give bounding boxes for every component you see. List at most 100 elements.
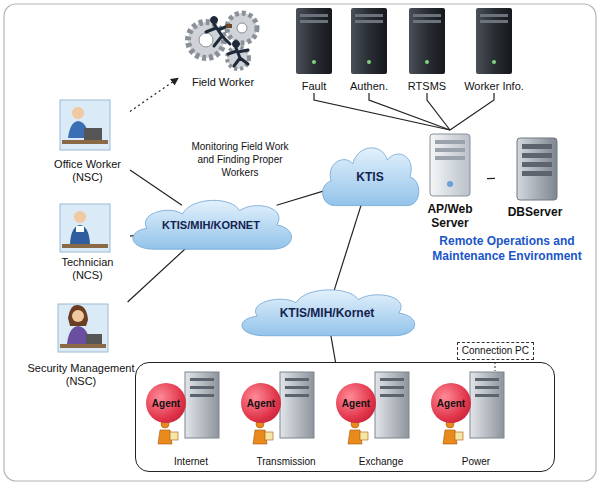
- security-manager-figure: [60, 344, 106, 348]
- connector: [314, 93, 450, 130]
- connector: [330, 332, 335, 362]
- equipment-racks: [380, 378, 404, 381]
- security-manager-figure: [58, 304, 108, 352]
- server-icon: DBServer: [495, 135, 575, 219]
- server-towers: [300, 20, 328, 23]
- equipment-racks: [475, 394, 499, 397]
- equipment-racks: [185, 372, 219, 438]
- server-towers: [296, 8, 332, 74]
- server-icon: Worker Info.: [458, 5, 530, 93]
- ap-server-icon: [435, 148, 465, 152]
- agent-label: Agent: [152, 398, 180, 409]
- db-server-icon: [522, 162, 552, 167]
- node-label: AP/Web Server: [413, 202, 487, 230]
- network-cloud: KTIS/MIH/Kornet: [230, 282, 424, 344]
- equipment-racks: [475, 378, 499, 381]
- agent-worker-figures: [158, 420, 178, 444]
- server-towers: [476, 8, 512, 74]
- agent-badge: Agent: [241, 383, 281, 423]
- site-group: Connection PCAgentInternetAgentTransmiss…: [135, 362, 555, 472]
- gears-illustration: [228, 48, 248, 66]
- agent-worker-figures: [455, 432, 463, 440]
- connector: [427, 93, 450, 130]
- agent-site-label: Internet: [146, 456, 236, 468]
- server-towers: [492, 60, 496, 64]
- server-towers: [409, 8, 445, 74]
- equipment-racks: [280, 372, 314, 438]
- agent-node: AgentTransmission: [241, 375, 331, 470]
- person-icon: Security Management (NSC): [22, 302, 140, 388]
- agent-site-label: Power: [431, 456, 521, 468]
- network-cloud: KTIS/MIH/KORNET: [122, 192, 300, 258]
- db-server-icon: [517, 138, 557, 200]
- cloud-label: KTIS: [356, 170, 383, 184]
- agent-badge: Agent: [431, 383, 471, 423]
- technician-figure: [74, 211, 86, 223]
- db-server-icon: [517, 138, 557, 200]
- connector: [130, 78, 178, 111]
- office-worker-figure: [84, 128, 102, 140]
- person-icon: Office Worker (NSC): [45, 98, 130, 184]
- node-label: Worker Info.: [464, 80, 524, 93]
- agent-site-label: Exchange: [336, 456, 426, 468]
- agent-worker-figures: [253, 420, 273, 444]
- gears-illustration: [211, 17, 218, 24]
- connector: [369, 93, 450, 130]
- field-worker: Field Worker: [178, 5, 268, 89]
- equipment-racks: [190, 378, 214, 381]
- equipment-racks: [375, 372, 409, 438]
- security-manager-figure: [58, 304, 108, 352]
- connector: [333, 200, 363, 294]
- equipment-racks: [285, 378, 309, 381]
- office-worker-figure: [72, 107, 84, 119]
- frame: [4, 4, 596, 481]
- technician-figure: [62, 244, 108, 248]
- equipment-racks: [380, 386, 404, 389]
- connector: [450, 93, 494, 130]
- server-towers: [296, 8, 512, 74]
- node-label: DBServer: [508, 205, 563, 219]
- equipment-racks: [185, 362, 504, 438]
- server-towers: [409, 8, 445, 74]
- node-label: Office Worker (NSC): [45, 158, 130, 184]
- equipment-racks: [470, 372, 504, 438]
- security-manager-figure: [72, 310, 84, 322]
- agent-worker-figures: [265, 432, 273, 440]
- agent-node: AgentInternet: [146, 375, 236, 470]
- equipment-racks: [280, 372, 314, 438]
- gears-illustration: [188, 13, 257, 69]
- network-cloud: KTIS: [316, 138, 424, 216]
- gears-illustration: [227, 47, 249, 69]
- server-towers: [480, 20, 508, 23]
- agent-worker-figures: [360, 432, 368, 440]
- node-label: Technician (NCS): [45, 256, 130, 282]
- agent-site-label: Transmission: [241, 456, 331, 468]
- technician-figure: [76, 226, 84, 232]
- db-server-icon: [522, 171, 552, 176]
- cloud-label: KTIS/MIH/KORNET: [162, 219, 260, 231]
- server-towers: [351, 8, 387, 74]
- office-worker-figure: [60, 100, 110, 150]
- ap-server-icon: [430, 134, 470, 196]
- connector: [128, 245, 190, 302]
- ap-server-icon: [447, 181, 453, 187]
- db-server-icon: [522, 153, 552, 158]
- agent-worker-figures: [443, 420, 463, 444]
- technician-figure: [60, 204, 110, 252]
- server-towers: [413, 20, 441, 23]
- equipment-racks: [375, 372, 409, 438]
- connector: [277, 189, 329, 205]
- server-icon: Fault: [292, 5, 336, 93]
- connector: [130, 170, 182, 205]
- server-icon: Authen.: [345, 5, 393, 93]
- node-label: Fault: [302, 80, 326, 93]
- server-towers: [476, 8, 512, 74]
- gears-illustration: [233, 41, 240, 48]
- equipment-racks: [190, 386, 214, 389]
- agent-worker-figures: [348, 420, 368, 444]
- equipment-racks: [380, 394, 404, 397]
- server-towers: [367, 60, 371, 64]
- node-label: Field Worker: [192, 76, 254, 89]
- equipment-racks: [185, 372, 219, 438]
